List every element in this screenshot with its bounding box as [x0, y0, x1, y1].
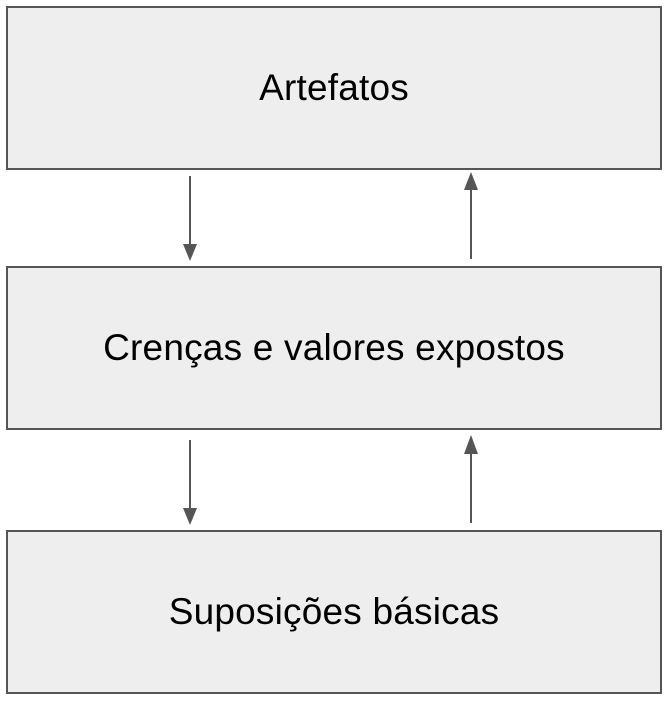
level-label-artefatos: Artefatos — [259, 67, 409, 108]
level-label-suposicoes: Suposições básicas — [168, 591, 500, 632]
arrow-up-suposicoes-to-crencas — [464, 435, 478, 523]
level-box-crencas: Crenças e valores expostos — [6, 266, 662, 430]
level-box-artefatos: Artefatos — [6, 6, 662, 170]
level-label-crencas: Crenças e valores expostos — [103, 327, 565, 368]
arrow-down-crencas-to-suposicoes — [183, 440, 197, 525]
arrow-up-crencas-to-artefatos — [464, 172, 478, 259]
arrow-down-artefatos-to-crencas — [183, 176, 197, 261]
level-box-suposicoes: Suposições básicas — [6, 530, 662, 694]
